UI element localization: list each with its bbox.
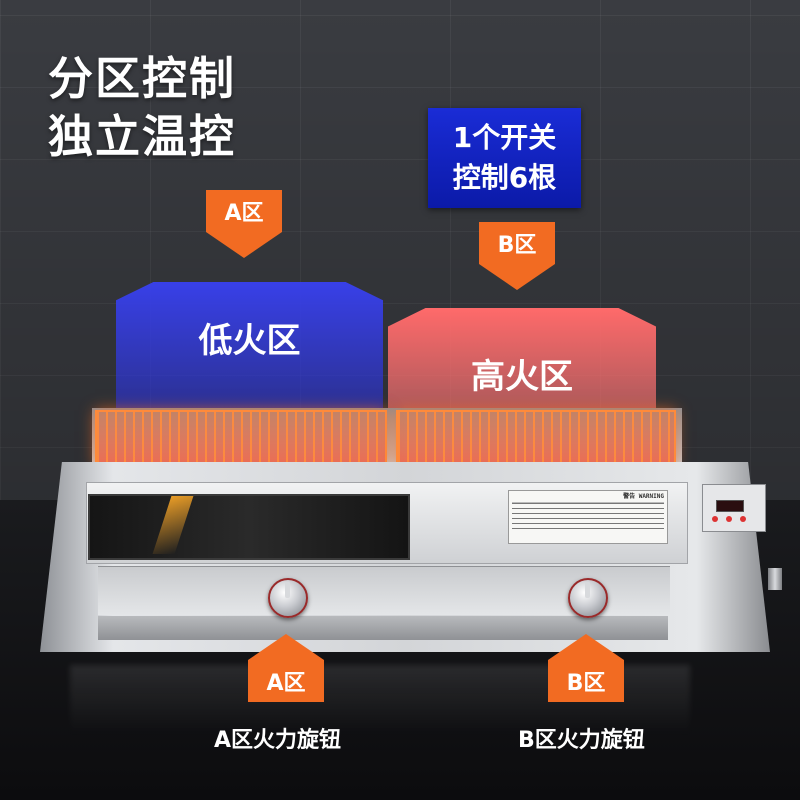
grill-grate-b bbox=[396, 410, 676, 466]
control-button[interactable] bbox=[740, 516, 746, 522]
knob-b-caption: B区火力旋钮 bbox=[518, 728, 645, 753]
control-button[interactable] bbox=[712, 516, 718, 522]
warning-label: 警告 WARNING bbox=[623, 493, 664, 500]
knob-a-marker-label: A区 bbox=[248, 660, 324, 702]
knob-b-marker-label: B区 bbox=[548, 660, 624, 702]
low-fire-zone: 低火区 bbox=[116, 282, 383, 412]
marker-arrow-up-icon bbox=[548, 634, 624, 660]
marker-arrow-down-icon bbox=[479, 264, 555, 290]
switch-note-line-2: 控制6根 bbox=[452, 161, 557, 194]
marker-arrow-up-icon bbox=[248, 634, 324, 660]
zone-a-knob[interactable] bbox=[268, 578, 308, 618]
gas-inlet-pipe bbox=[768, 568, 782, 590]
knob-a-marker: A区 bbox=[248, 634, 324, 702]
headline: 分区控制 独立温控 bbox=[48, 50, 236, 166]
grill-grate-a bbox=[95, 410, 387, 466]
headline-line-1: 分区控制 bbox=[48, 52, 237, 105]
control-button[interactable] bbox=[726, 516, 732, 522]
headline-line-2: 独立温控 bbox=[48, 110, 237, 163]
instruction-plate: 警告 WARNING bbox=[508, 490, 668, 544]
zone-a-marker-label: A区 bbox=[206, 190, 282, 232]
zone-a-marker: A区 bbox=[206, 190, 282, 258]
high-fire-zone: 高火区 bbox=[388, 308, 656, 424]
viewing-window bbox=[88, 494, 410, 560]
zone-b-marker: B区 bbox=[479, 222, 555, 290]
switch-note-line-1: 1个开关 bbox=[452, 121, 557, 154]
switch-note-box: 1个开关 控制6根 bbox=[428, 108, 581, 208]
high-fire-zone-label: 高火区 bbox=[471, 356, 573, 397]
low-fire-zone-label: 低火区 bbox=[198, 320, 301, 361]
zone-b-marker-label: B区 bbox=[479, 222, 555, 264]
temperature-display bbox=[716, 500, 744, 512]
instruction-text-lines bbox=[512, 502, 664, 531]
marker-arrow-down-icon bbox=[206, 232, 282, 258]
knob-a-caption: A区火力旋钮 bbox=[214, 728, 342, 753]
zone-b-knob[interactable] bbox=[568, 578, 608, 618]
knob-b-marker: B区 bbox=[548, 634, 624, 702]
